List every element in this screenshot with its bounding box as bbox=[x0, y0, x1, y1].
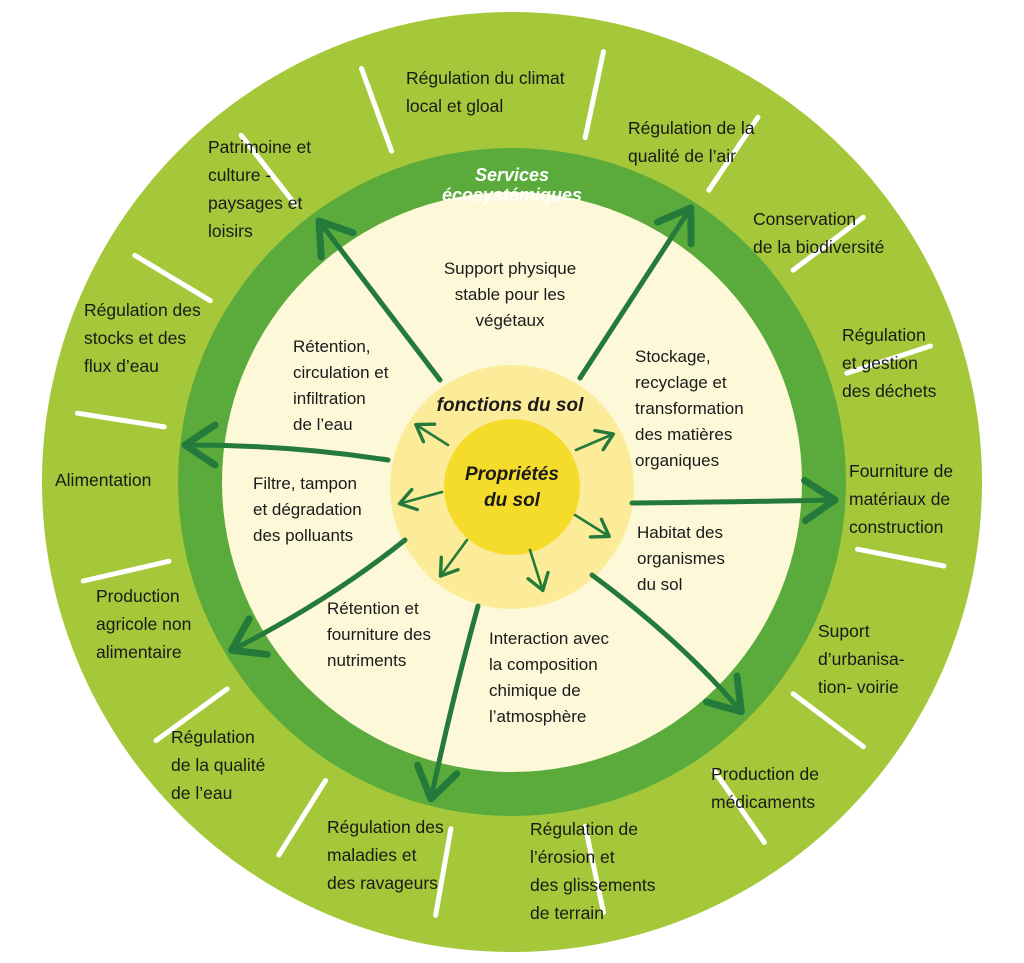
separator-line bbox=[582, 823, 606, 915]
separator-line bbox=[74, 410, 167, 430]
arrow-to-air-quality bbox=[577, 204, 695, 381]
core-arrow-s bbox=[526, 548, 550, 593]
separator-line bbox=[153, 686, 230, 744]
core-arrow-e bbox=[573, 513, 611, 539]
separator-line bbox=[855, 546, 947, 569]
separator-line bbox=[844, 343, 933, 376]
service-alimentation: Alimentation bbox=[55, 470, 151, 490]
separator-line bbox=[790, 214, 866, 273]
core-arrow-w bbox=[397, 487, 444, 512]
arrow-to-alimentation bbox=[181, 421, 391, 469]
core-arrow-nw bbox=[414, 422, 450, 447]
service-separators bbox=[74, 49, 947, 918]
separator-line bbox=[582, 49, 606, 141]
core-arrow-sw bbox=[438, 538, 469, 578]
separator-line bbox=[276, 778, 328, 858]
properties-core bbox=[444, 419, 580, 555]
arrow-to-medicaments bbox=[589, 572, 745, 716]
separator-line bbox=[790, 691, 866, 750]
separator-line bbox=[80, 558, 172, 584]
core-arrows bbox=[397, 422, 616, 593]
arrow-to-maladies bbox=[414, 603, 481, 803]
separator-line bbox=[706, 114, 761, 193]
arrow-to-patrimoine bbox=[315, 217, 443, 383]
core-arrow-ne bbox=[574, 428, 616, 452]
separator-line bbox=[238, 132, 298, 208]
functions-title: fonctions du sol bbox=[437, 395, 584, 416]
separator-line bbox=[711, 767, 767, 845]
separator-line bbox=[433, 826, 454, 918]
service-arrows bbox=[181, 204, 839, 803]
separator-line bbox=[359, 66, 395, 154]
separator-line bbox=[132, 252, 213, 304]
arrow-to-construction bbox=[629, 477, 839, 525]
arrow-to-agricole bbox=[228, 537, 408, 658]
